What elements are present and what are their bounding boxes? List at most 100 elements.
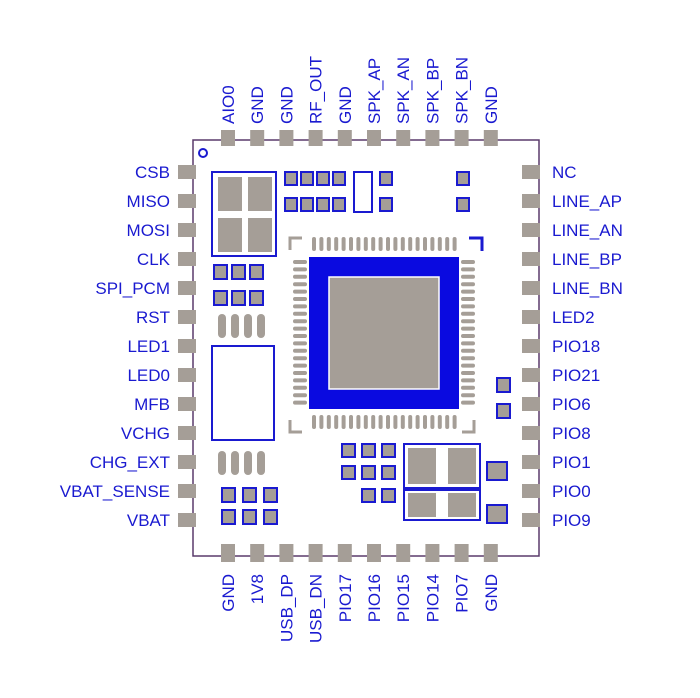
ic-pin — [452, 415, 457, 429]
right-pad — [522, 194, 540, 208]
pin1-marker — [198, 148, 208, 158]
ic-pin — [349, 237, 353, 251]
top-pin-label: SPK_BN — [453, 57, 472, 124]
top-pad — [454, 130, 469, 146]
ic-pin — [430, 237, 435, 251]
ic-pin — [461, 311, 475, 316]
top-pin-label: GND — [336, 86, 355, 124]
ic-pin — [430, 415, 435, 429]
ic-pin — [437, 415, 442, 429]
bottom-pin-label: GND — [219, 574, 238, 612]
ic-pin — [393, 415, 398, 429]
right-side-capacitors — [496, 377, 511, 419]
ic-pin — [408, 237, 413, 251]
ic-pin — [293, 274, 307, 279]
bottom-center-components — [341, 443, 508, 524]
top-pad — [308, 130, 323, 146]
left-pin-label: CLK — [137, 250, 171, 269]
ic-pin — [334, 237, 339, 251]
ic-pin — [341, 237, 346, 251]
pill-pads-lower — [218, 451, 265, 475]
top-pad — [396, 130, 411, 146]
right-pin-label: NC — [552, 163, 577, 182]
bottom-pad — [337, 544, 352, 562]
left-pad — [178, 426, 196, 440]
right-pin-label: LINE_BP — [552, 250, 622, 269]
top-pin-label: AIO0 — [219, 85, 238, 124]
left-pad — [178, 368, 196, 382]
left-pin-label: VBAT_SENSE — [60, 482, 170, 501]
bottom-pin-label: PIO17 — [336, 574, 355, 622]
left-pad — [178, 223, 196, 237]
ic-pin — [356, 237, 361, 251]
bottom-pad — [454, 544, 469, 562]
right-pin-label: PIO1 — [552, 453, 591, 472]
ic-pin — [445, 237, 450, 251]
right-pad — [522, 455, 540, 469]
ic-pin — [356, 415, 361, 429]
edge-pads — [178, 130, 540, 562]
bottom-pad — [250, 544, 265, 562]
bottom-pin-label: GND — [482, 574, 501, 612]
right-pad — [522, 484, 540, 498]
ic-pin — [293, 393, 307, 398]
ic-pin — [461, 274, 475, 279]
left-pin-label: RST — [136, 308, 170, 327]
ic-pin — [293, 400, 307, 405]
left-pin-label: MOSI — [127, 221, 170, 240]
left-pin-label: MFB — [134, 395, 170, 414]
ic-pin — [461, 260, 475, 264]
right-pad — [522, 165, 540, 179]
ic-pin — [461, 341, 475, 346]
ic-pin — [349, 415, 353, 429]
ic-pin — [461, 289, 475, 294]
top-pad — [250, 130, 265, 146]
ic-pin — [293, 348, 307, 353]
ic-pin — [461, 371, 475, 375]
ic-pin — [293, 311, 307, 316]
vertical-resistor — [353, 171, 373, 213]
right-pin-label: PIO0 — [552, 482, 591, 501]
ic-pin — [319, 415, 324, 429]
ic-pin — [293, 319, 307, 324]
top-pin-label: SPK_AN — [394, 57, 413, 124]
left-pad — [178, 455, 196, 469]
ic-pin — [461, 348, 475, 353]
right-pin-label: PIO8 — [552, 424, 591, 443]
ic-pin — [400, 237, 405, 251]
bottom-pin-label: USB_DP — [277, 574, 296, 642]
ic-pin — [293, 260, 307, 264]
pill-pads-upper — [218, 314, 265, 338]
ic-pin — [461, 400, 475, 405]
top-pad — [425, 130, 440, 146]
left-pin-label: MISO — [127, 192, 170, 211]
top-pad — [221, 130, 235, 146]
left-pad — [178, 339, 196, 353]
ic-pin — [293, 304, 307, 309]
ic-pin — [371, 415, 376, 429]
bottom-pad — [221, 544, 235, 562]
bottom-left-capacitors — [221, 487, 278, 525]
bottom-pad — [367, 544, 381, 562]
ic-pin — [312, 415, 316, 429]
ic-pin — [400, 415, 405, 429]
bottom-pad — [483, 544, 498, 562]
left-pad — [178, 484, 196, 498]
top-pad — [483, 130, 498, 146]
bottom-large-caps — [403, 443, 481, 521]
ic-pin — [293, 356, 307, 361]
ic-pin — [461, 363, 475, 368]
bottom-pad — [279, 544, 294, 562]
ic-pin — [461, 319, 475, 324]
ic-pin — [445, 415, 450, 429]
ic-pin — [408, 415, 413, 429]
internal-components — [211, 171, 511, 525]
ic-pin — [293, 282, 307, 287]
ic-pin — [452, 237, 457, 251]
top-capacitor-array — [284, 171, 470, 212]
right-pin-label: PIO9 — [552, 511, 591, 530]
ic-pin — [461, 267, 475, 272]
ic-pin — [437, 237, 442, 251]
left-pin-label: CHG_EXT — [90, 453, 170, 472]
left-pin-labels: CSBMISOMOSICLKSPI_PCMRSTLED1LED0MFBVCHGC… — [60, 163, 171, 530]
